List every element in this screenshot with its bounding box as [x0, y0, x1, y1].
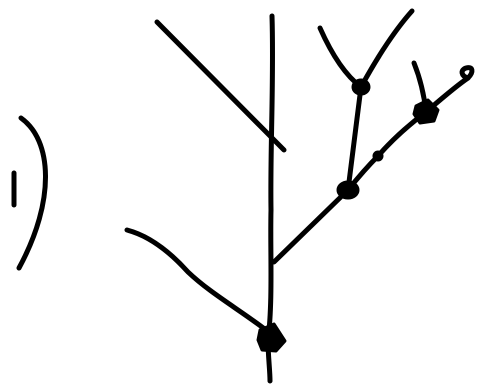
- middle-to-right-edge: [348, 112, 426, 190]
- left-lower-branch-line: [127, 230, 266, 330]
- upper-node: [353, 80, 369, 94]
- label-paren: [19, 118, 46, 268]
- small-tick-dot: [374, 152, 382, 160]
- problem-label: [14, 118, 46, 268]
- upper-left-branch-line: [320, 28, 361, 87]
- upper-right-branch-line: [361, 11, 412, 87]
- right-branch-line: [274, 190, 348, 262]
- right-tip-loop: [462, 68, 472, 78]
- diagonal-stroke-line: [157, 22, 284, 150]
- bottom-node: [258, 324, 285, 351]
- middle-node: [338, 182, 358, 198]
